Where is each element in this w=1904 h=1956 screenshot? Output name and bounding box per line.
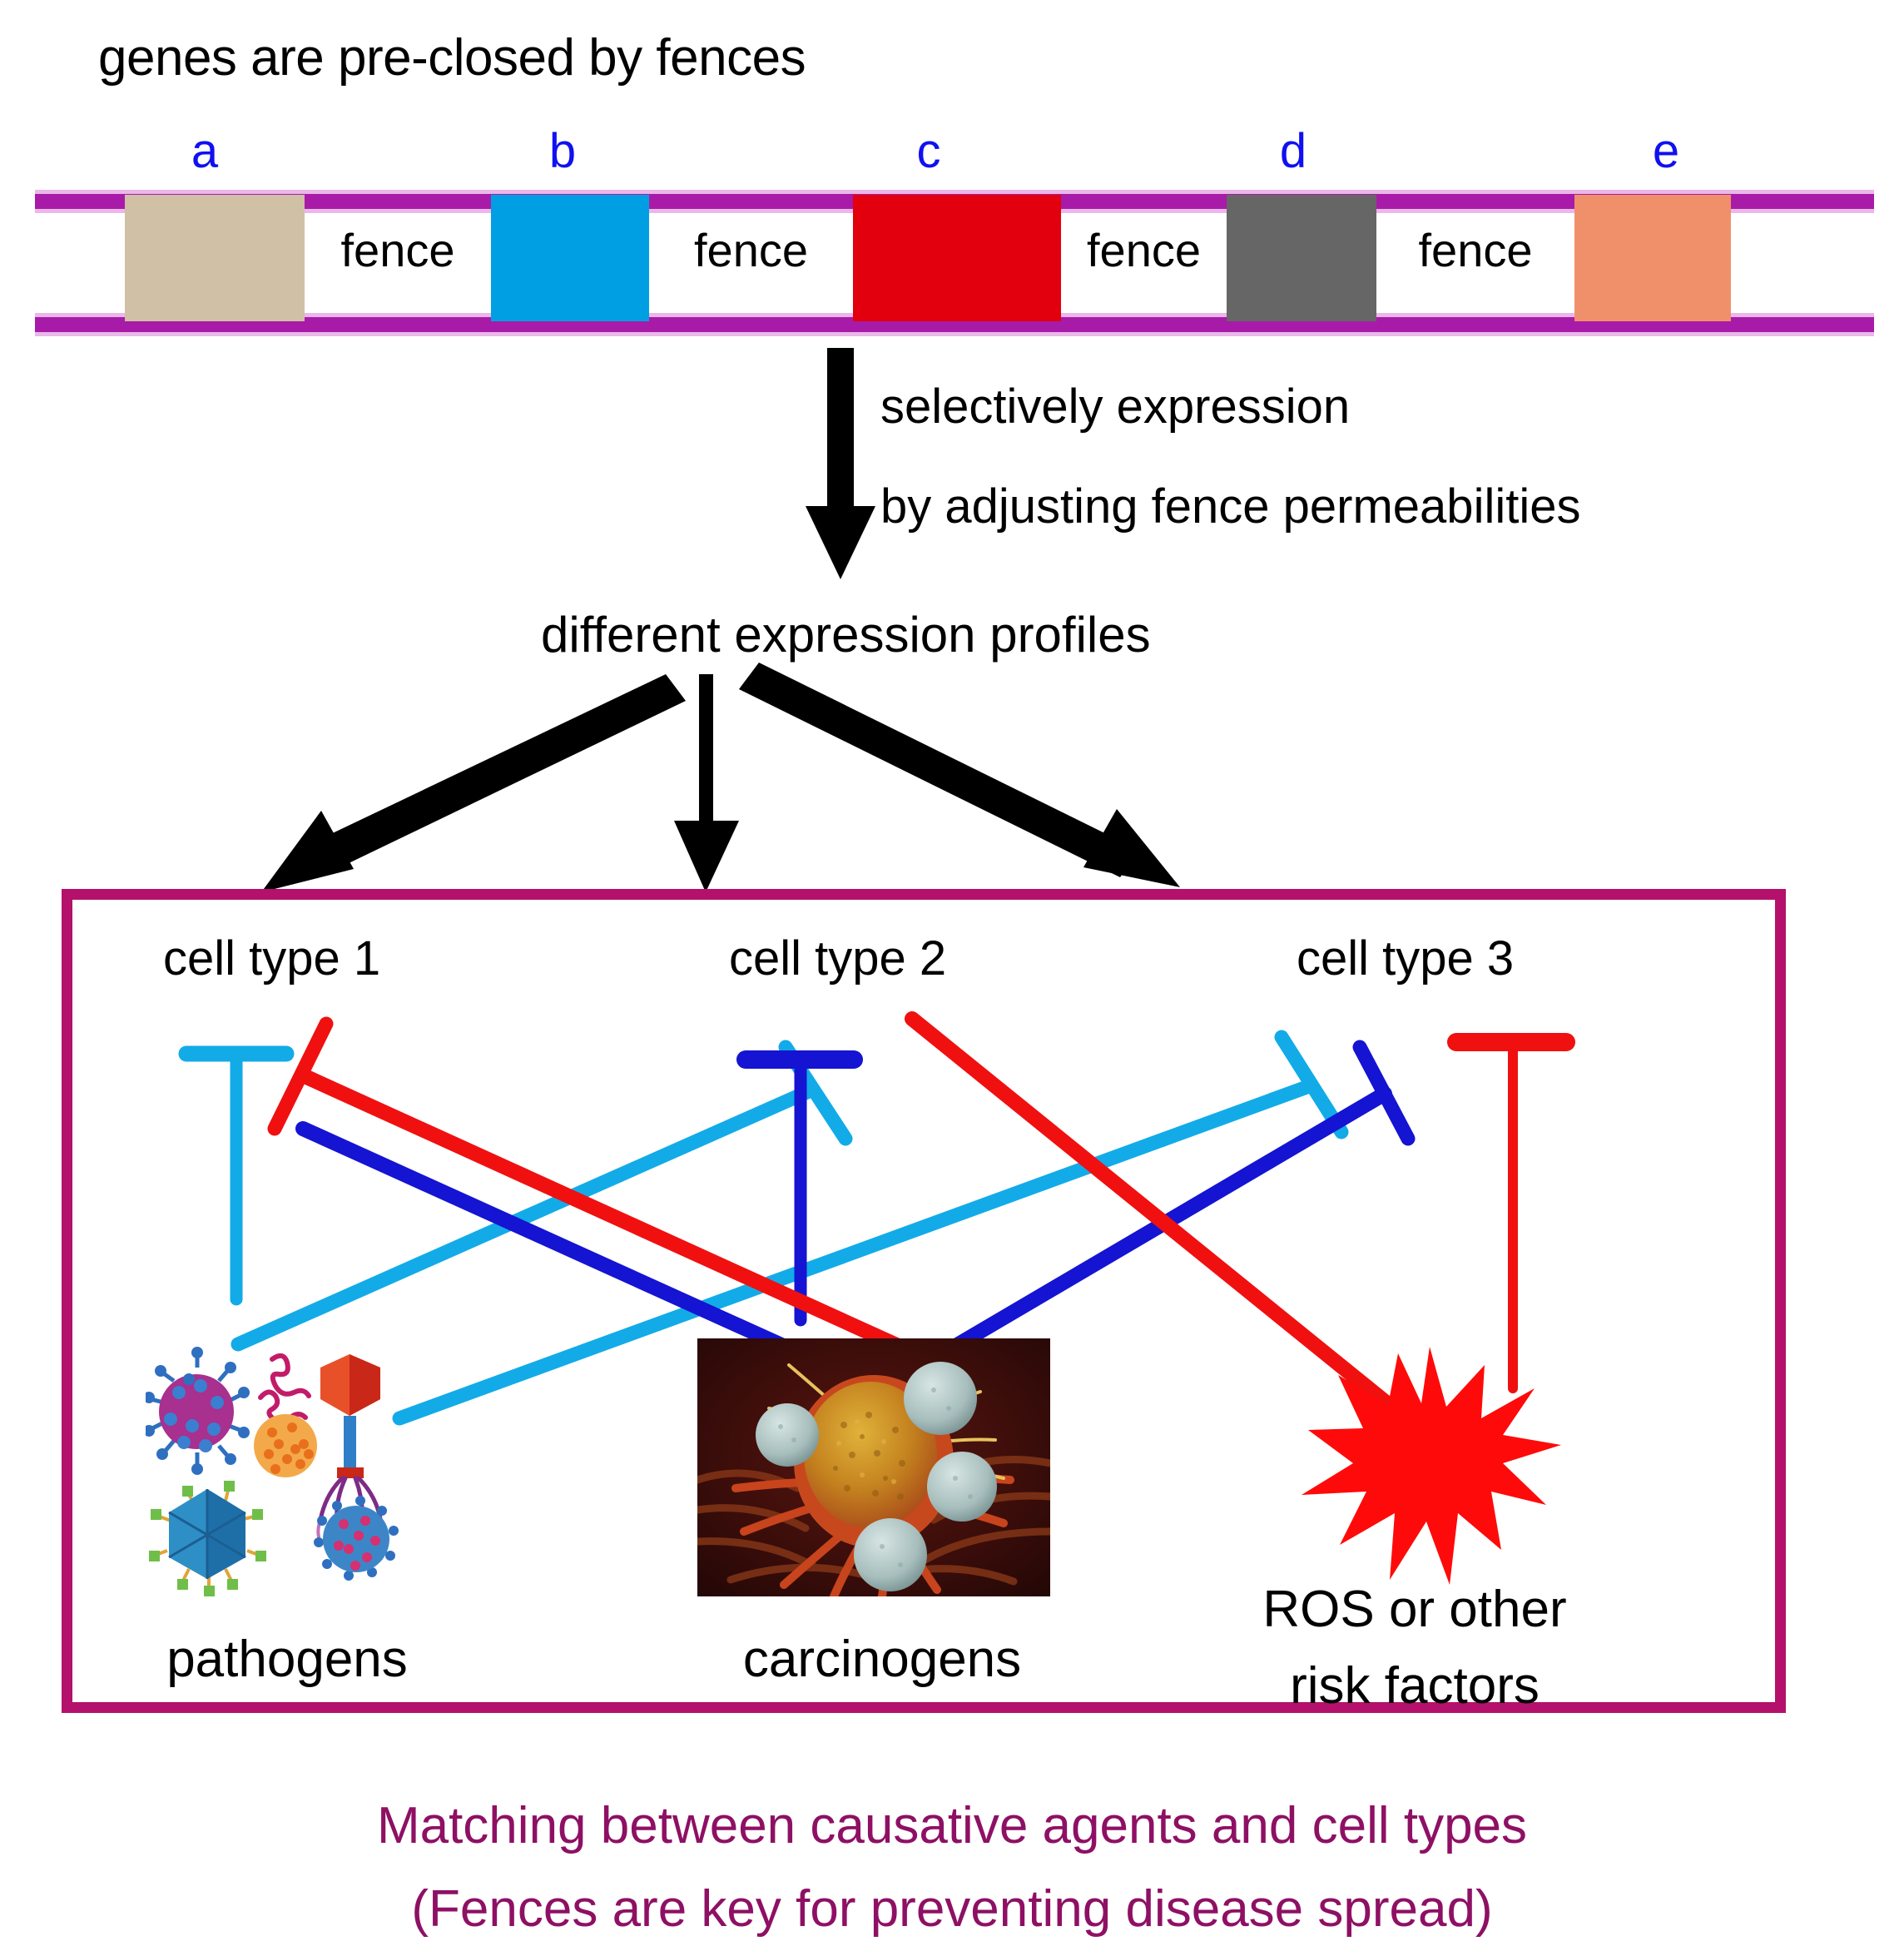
ros-label-line2: risk factors [1290, 1657, 1540, 1715]
gene-block-b[interactable] [491, 195, 649, 321]
different-expression-profiles-label: different expression profiles [541, 607, 1151, 663]
gene-block-e[interactable] [1574, 195, 1731, 321]
page-title: genes are pre-closed by fences [98, 29, 806, 87]
cell-type-3-label: cell type 3 [1297, 931, 1515, 985]
inhibition-ct3-ros [1447, 1033, 1575, 1393]
cell-type-2-label: cell type 2 [729, 931, 947, 985]
inhibition-ct2-carcinogens [736, 1050, 863, 1327]
spirochete-icon [258, 1353, 311, 1424]
annotation-selectively-expression: selectively expression [880, 380, 1351, 434]
gene-label-a: a [191, 124, 219, 178]
caption-line-1: Matching between causative agents and ce… [376, 1797, 1528, 1854]
inhibition-line-network [178, 1011, 1575, 1429]
cell-type-1-label: cell type 1 [163, 931, 381, 985]
adenovirus-icon [149, 1481, 266, 1596]
virus-blue-icon [314, 1496, 399, 1581]
ros-label-line1: ROS or other [1262, 1581, 1567, 1638]
gene-label-b: b [548, 124, 577, 178]
virus-magenta-icon [146, 1347, 250, 1475]
fence-label-2: fence [694, 224, 808, 276]
fence-label-3: fence [1087, 224, 1201, 276]
gene-track: fence fence fence fence [35, 190, 1874, 336]
branching-arrows [262, 663, 1180, 891]
gene-label-d: d [1279, 124, 1307, 178]
fence-label-1: fence [340, 224, 455, 276]
gene-block-a[interactable] [125, 195, 305, 321]
virus-orange-icon [254, 1414, 317, 1477]
red-starburst-icon [1302, 1347, 1561, 1585]
inhibition-ct1-ros [392, 1030, 1349, 1426]
branch-arrow-left [262, 674, 686, 891]
gene-label-c: c [916, 124, 941, 178]
annotation-fence-permeabilities: by adjusting fence permeabilities [880, 479, 1581, 534]
inhibition-ct3-carcinogens [267, 1016, 911, 1356]
branch-arrow-right [739, 663, 1180, 887]
gene-label-e: e [1652, 124, 1680, 178]
cancer-cell-photo [697, 1338, 1050, 1596]
carcinogens-label: carcinogens [742, 1631, 1022, 1688]
pathogen-cluster-icon [146, 1347, 399, 1596]
inhibition-ct1-pathogens [178, 1045, 295, 1306]
lymphocytes [756, 1362, 997, 1591]
gene-block-c[interactable] [853, 195, 1061, 321]
gene-block-d[interactable] [1227, 195, 1376, 321]
selective-expression-arrow [806, 348, 875, 579]
fence-label-4: fence [1418, 224, 1533, 276]
branch-arrow-center [674, 674, 739, 891]
pathogens-label: pathogens [166, 1631, 408, 1688]
caption-line-2: (Fences are key for preventing disease s… [411, 1880, 1493, 1938]
tumor-cell [731, 1363, 1014, 1596]
inhibition-ct3-pathogens [905, 1011, 1417, 1429]
inhibition-ct2-ros [893, 1040, 1416, 1386]
